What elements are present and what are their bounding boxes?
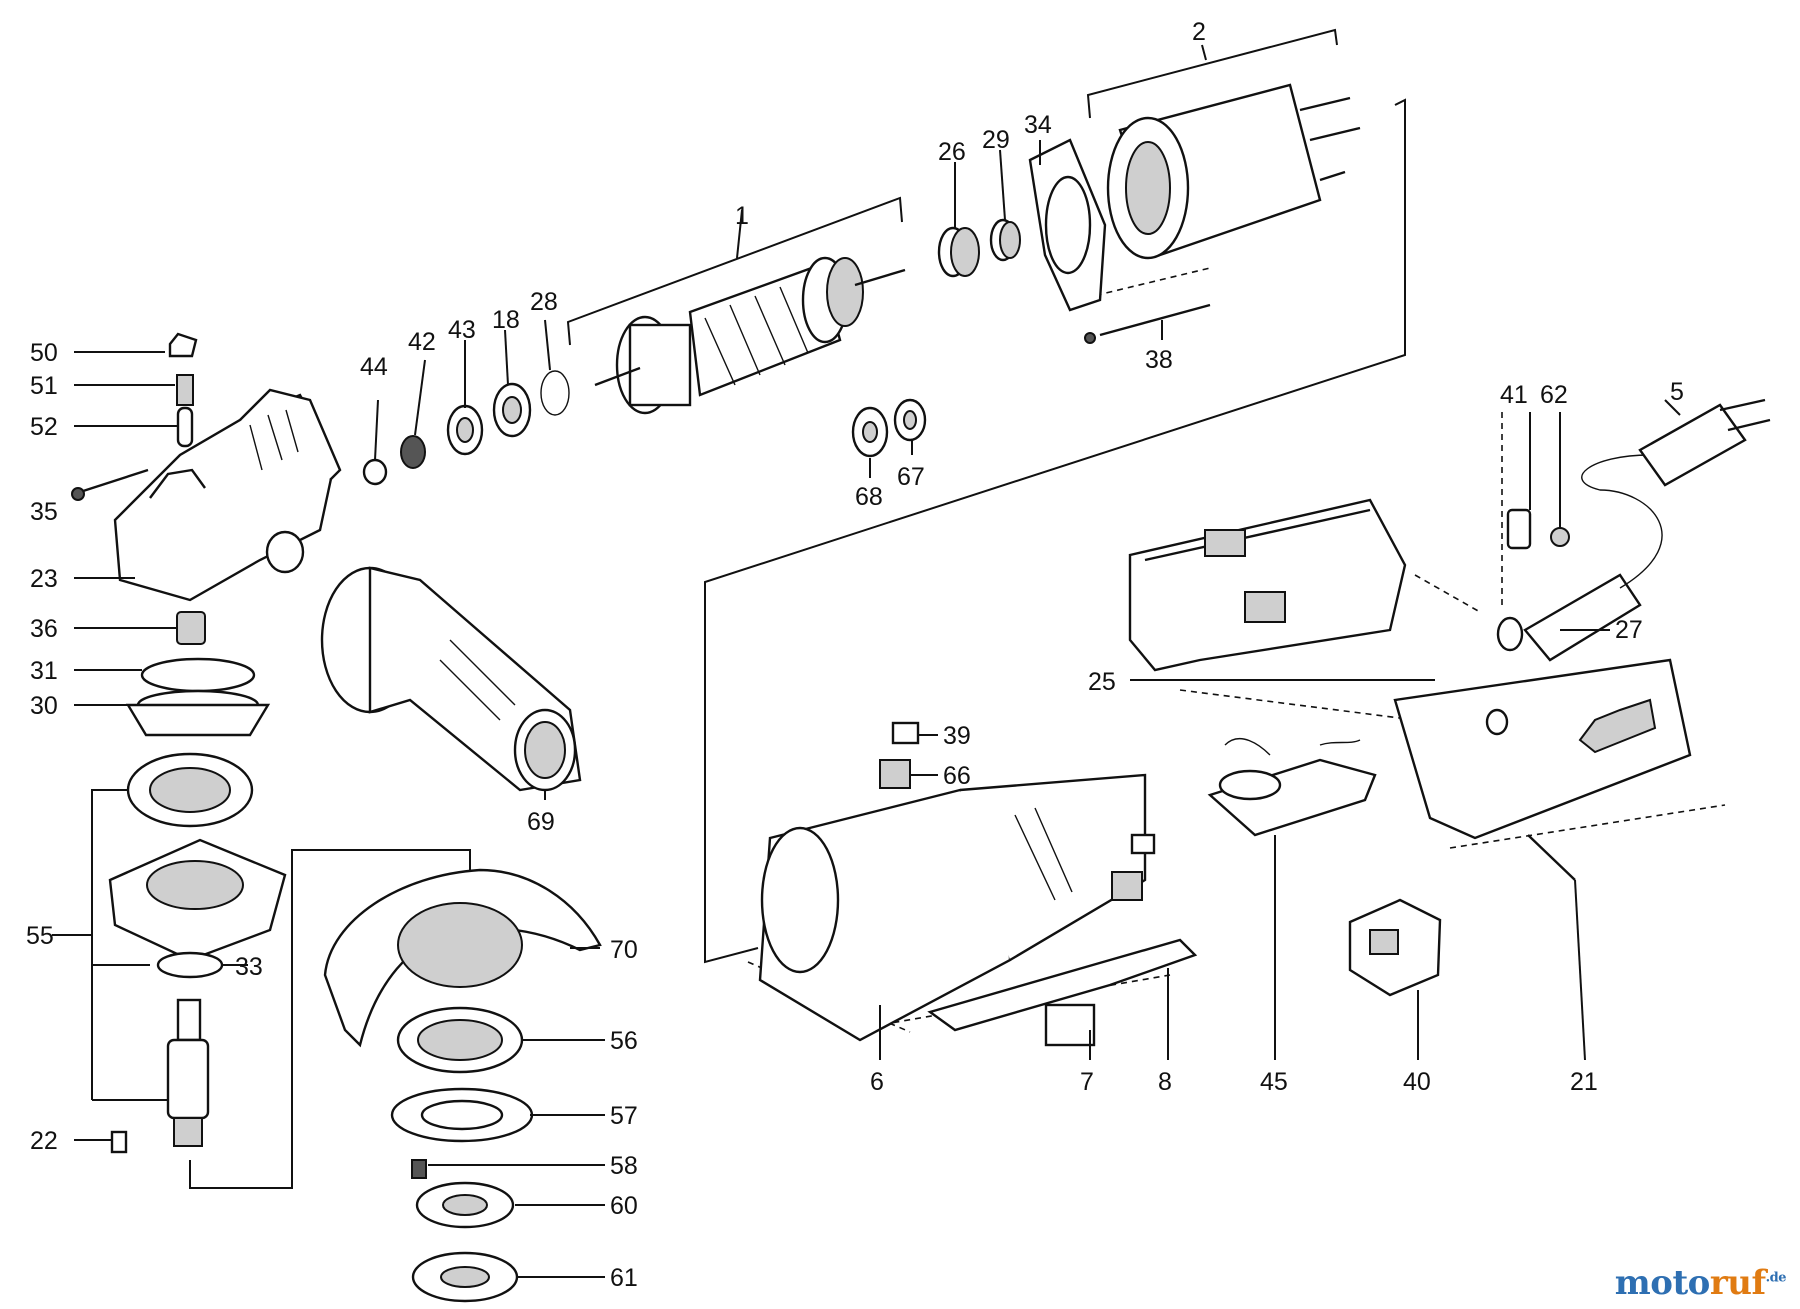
watermark-logo: motoruf.de [1614,1263,1787,1303]
rear-cover [1393,658,1692,881]
part-label-34: 34 [1024,111,1052,139]
part-label-42: 42 [408,328,436,356]
watermark-part-a: moto [1614,1263,1711,1303]
part-label-28: 28 [530,288,558,316]
electronics-module [1207,738,1442,997]
part-label-43: 43 [448,316,476,344]
gear-spindle-stack [108,752,287,1154]
part-label-36: 36 [30,615,58,643]
part-label-41: 41 [1500,381,1528,409]
part-label-45: 45 [1260,1068,1288,1096]
part-label-21: 21 [1570,1068,1598,1096]
part-labels: 50 51 52 35 23 36 31 30 55 33 22 44 42 4… [26,18,1684,1292]
part-label-33: 33 [235,953,263,981]
part-label-23: 23 [30,565,58,593]
part-label-25: 25 [1088,668,1116,696]
part-label-52: 52 [30,413,58,441]
leader-lines [74,140,1681,1278]
part-label-66: 66 [943,762,971,790]
part-label-5: 5 [1670,378,1684,406]
part-label-1: 1 [735,202,749,230]
part-label-29: 29 [982,126,1010,154]
part-label-50: 50 [30,339,58,367]
part-label-55: 55 [26,922,54,950]
rear-housing [1128,498,1407,672]
part-label-26: 26 [938,138,966,166]
motor-housing [758,721,1156,1042]
part-label-31: 31 [30,657,58,685]
part-label-40: 40 [1403,1068,1431,1096]
part-label-44: 44 [360,353,388,381]
part-label-39: 39 [943,722,971,750]
part-label-70: 70 [610,936,638,964]
part-label-38: 38 [1145,346,1173,374]
part-label-51: 51 [30,372,58,400]
part-label-30: 30 [30,692,58,720]
part-label-67: 67 [897,463,925,491]
part-label-58: 58 [610,1152,638,1180]
brush-holder-plate [927,938,1198,1047]
part-label-56: 56 [610,1027,638,1055]
field-stator [1028,83,1361,312]
wheel-guard-and-flanges [323,868,602,1303]
part-label-61: 61 [610,1264,638,1292]
watermark-part-b: ruf [1709,1263,1766,1303]
armature [594,256,906,415]
part-label-2: 2 [1192,18,1206,46]
part-label-35: 35 [30,498,58,526]
part-label-57: 57 [610,1102,638,1130]
gear-head-housing [71,332,342,737]
part-label-27: 27 [1615,616,1643,644]
part-label-18: 18 [492,306,520,334]
part-label-69: 69 [527,808,555,836]
part-label-60: 60 [610,1192,638,1220]
part-label-22: 22 [30,1127,58,1155]
part-label-6: 6 [870,1068,884,1096]
part-label-7: 7 [1080,1068,1094,1096]
watermark-tld: .de [1765,1270,1787,1286]
power-cable-and-plug [1496,398,1771,662]
side-handle [320,566,582,792]
part-label-68: 68 [855,483,883,511]
part-label-62: 62 [1540,381,1568,409]
part-label-8: 8 [1158,1068,1172,1096]
